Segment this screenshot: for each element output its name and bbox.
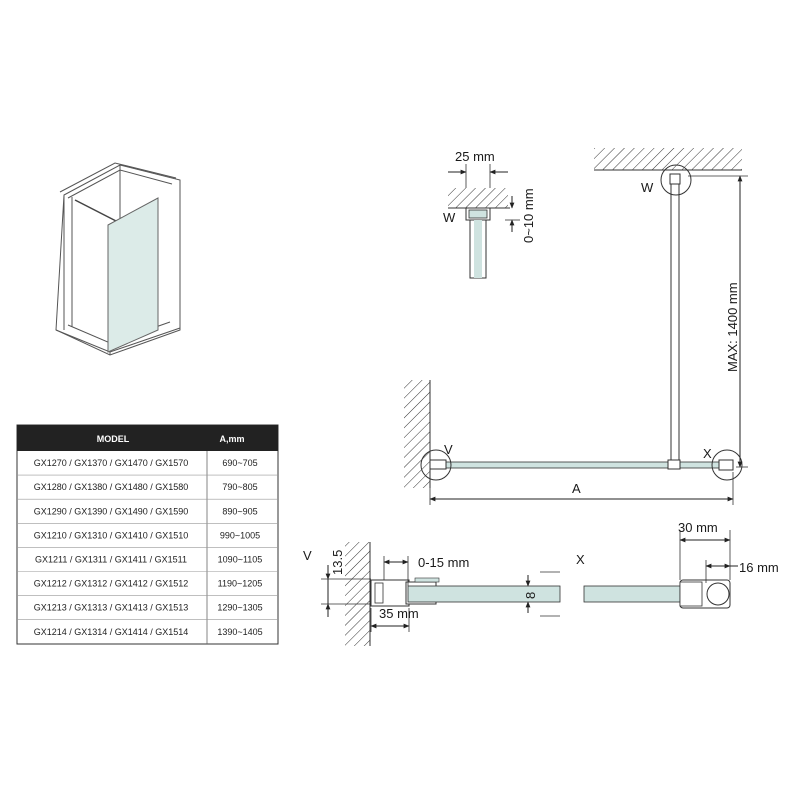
bottom-v-label: V <box>303 548 312 563</box>
dim-30-label: 30 mm <box>678 520 718 535</box>
table-row: GX1280 / GX1380 / GX1480 / GX1580 790~805 <box>17 474 278 492</box>
top-detail-w-label: W <box>443 210 456 225</box>
table-cell-model: GX1212 / GX1312 / GX1412 / GX1512 <box>34 579 189 589</box>
top-detail <box>448 164 520 279</box>
dim-8-label: 8 <box>523 592 538 599</box>
table-row: GX1213 / GX1313 / GX1413 / GX1513 1290~13… <box>17 595 278 613</box>
table-row: GX1214 / GX1314 / GX1414 / GX1514 1390~14… <box>17 619 278 637</box>
dim-0-15-label: 0-15 mm <box>418 555 469 570</box>
top-detail-gap-label: 0~10 mm <box>521 188 536 243</box>
model-table: MODEL A,mm GX1270 / GX1370 / GX1470 / GX… <box>16 424 279 645</box>
table-header-a: A,mm <box>219 434 244 444</box>
table-cell-model: GX1280 / GX1380 / GX1480 / GX1580 <box>34 482 189 492</box>
plan-x-label: X <box>703 446 712 461</box>
glass-panel <box>107 197 159 353</box>
table-row: GX1270 / GX1370 / GX1470 / GX1570 690~705 <box>34 458 258 468</box>
table-row: GX1210 / GX1310 / GX1410 / GX1510 990~100… <box>17 522 278 540</box>
table-cell-model: GX1214 / GX1314 / GX1414 / GX1514 <box>34 627 189 637</box>
table-cell-model: GX1290 / GX1390 / GX1490 / GX1590 <box>34 506 189 516</box>
table-cell-model: GX1213 / GX1313 / GX1413 / GX1513 <box>34 603 189 613</box>
table-cell-a: 790~805 <box>222 482 257 492</box>
table-cell-model: GX1270 / GX1370 / GX1470 / GX1570 <box>34 458 189 468</box>
bottom-x-label: X <box>576 552 585 567</box>
table-cell-a: 1390~1405 <box>217 627 262 637</box>
table-cell-a: 990~1005 <box>220 530 260 540</box>
table-row: GX1211 / GX1311 / GX1411 / GX1511 1090~11… <box>17 547 278 564</box>
table-cell-model: GX1210 / GX1310 / GX1410 / GX1510 <box>34 530 189 540</box>
plan-a-label: A <box>572 481 581 496</box>
table-cell-model: GX1211 / GX1311 / GX1411 / GX1511 <box>35 554 187 564</box>
dim-35-label: 35 mm <box>379 606 419 621</box>
table-row: GX1212 / GX1312 / GX1412 / GX1512 1190~12… <box>17 571 278 589</box>
table-cell-a: 1290~1305 <box>217 603 262 613</box>
plan-max-label: MAX: 1400 mm <box>725 282 740 372</box>
top-detail-width-label: 25 mm <box>455 149 495 164</box>
plan-view <box>404 148 748 505</box>
plan-w-label: W <box>641 180 654 195</box>
table-cell-a: 890~905 <box>222 506 257 516</box>
table-cell-a: 690~705 <box>222 458 257 468</box>
table-row: GX1290 / GX1390 / GX1490 / GX1590 890~905 <box>17 498 278 516</box>
table-cell-a: 1190~1205 <box>218 579 263 589</box>
dim-16-label: 16 mm <box>739 560 779 575</box>
bottom-detail <box>321 530 738 646</box>
table-header-model: MODEL <box>97 434 130 444</box>
plan-v-label: V <box>444 442 453 457</box>
dim-13-5-label: 13.5 <box>330 550 345 575</box>
table-header-row <box>17 425 278 451</box>
table-cell-a: 1090~1105 <box>218 554 263 564</box>
